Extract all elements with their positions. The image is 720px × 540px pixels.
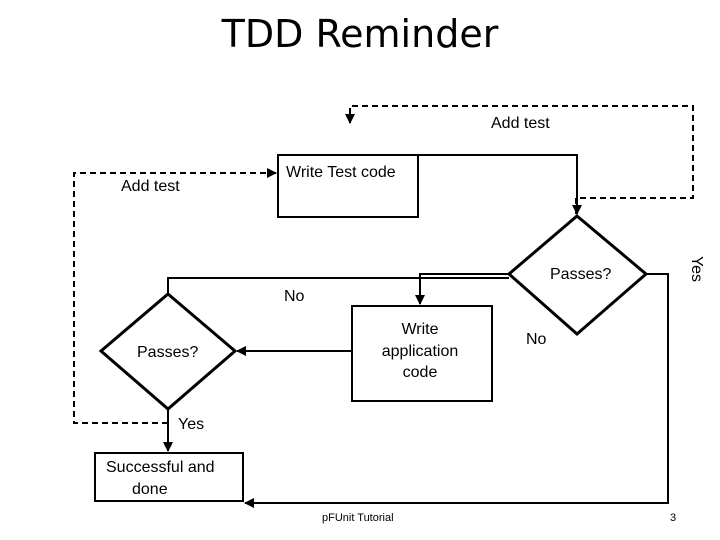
passes-right-diamond <box>506 214 649 336</box>
write-app-label-line2: application <box>381 343 459 360</box>
edge-test-to-passes <box>418 154 582 215</box>
label-no-right: No <box>526 331 547 348</box>
edge-add-test-top <box>345 105 694 214</box>
label-yes-bottom: Yes <box>178 416 205 433</box>
edge-no-to-write-app <box>415 273 509 305</box>
footer-source: pFUnit Tutorial <box>322 512 394 524</box>
label-yes-right: Yes <box>688 255 706 283</box>
write-app-label-line3: code <box>402 364 438 381</box>
passes-left-label: Passes? <box>137 344 199 361</box>
write-test-box <box>277 154 419 218</box>
passes-right-label: Passes? <box>550 266 612 283</box>
edge-add-test-left <box>73 168 277 424</box>
label-add-test-left: Add test <box>121 178 180 195</box>
edge-passes-yes-loop <box>244 273 669 508</box>
write-app-box <box>351 305 493 402</box>
label-no-top: No <box>284 288 305 305</box>
write-app-label-line1: Write <box>401 321 439 338</box>
label-add-test-top: Add test <box>491 115 550 132</box>
done-label-line1: Successful and <box>106 459 215 476</box>
done-label-line2: done <box>132 481 168 498</box>
slide-title: TDD Reminder <box>221 12 499 56</box>
edge-passes-left-no <box>167 277 509 294</box>
page-number: 3 <box>670 512 677 524</box>
done-box <box>94 452 244 502</box>
write-test-label: Write Test code <box>286 164 396 181</box>
